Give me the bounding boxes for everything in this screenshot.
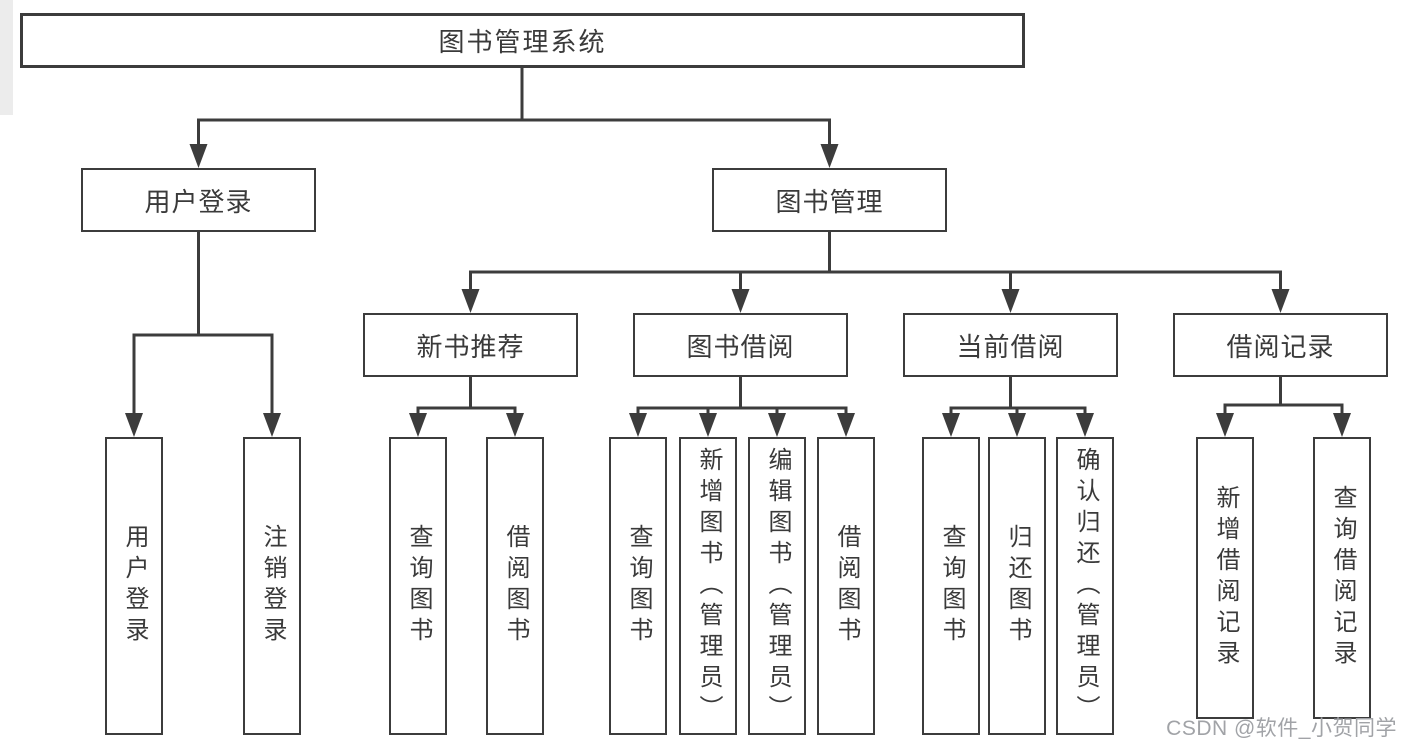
leaf-edit-book-admin: 编辑图书（管理员） xyxy=(748,437,806,735)
node-borrow-records: 借阅记录 xyxy=(1173,313,1388,377)
node-root-library-system: 图书管理系统 xyxy=(20,13,1025,68)
connector-recommend-to-leaves xyxy=(409,375,524,437)
node-book-borrow: 图书借阅 xyxy=(633,313,848,377)
leaf-borrow-books-recommend: 借阅图书 xyxy=(486,437,544,735)
leaf-logout: 注销登录 xyxy=(243,437,301,735)
connector-bookborrow-to-leaves xyxy=(629,375,855,437)
leaf-borrow-books-borrow: 借阅图书 xyxy=(817,437,875,735)
csdn-watermark: CSDN @软件_小贺同学 xyxy=(1166,717,1397,740)
node-new-book-recommend: 新书推荐 xyxy=(363,313,578,377)
connector-userlogin-to-leaves xyxy=(125,230,281,437)
leaf-query-books-current: 查询图书 xyxy=(922,437,980,735)
leaf-query-borrow-record: 查询借阅记录 xyxy=(1313,437,1371,719)
connector-bookmgmt-to-level3 xyxy=(461,230,1290,313)
connector-root-to-level2 xyxy=(189,66,839,168)
leaf-add-borrow-record: 新增借阅记录 xyxy=(1196,437,1254,719)
page-edge-artifact xyxy=(0,0,13,115)
connector-currentborrow-to-leaves xyxy=(942,375,1094,437)
leaf-confirm-return-admin: 确认归还（管理员） xyxy=(1056,437,1114,735)
node-user-login: 用户登录 xyxy=(81,168,316,232)
leaf-user-login: 用户登录 xyxy=(105,437,163,735)
connector-records-to-leaves xyxy=(1216,375,1351,437)
node-book-management: 图书管理 xyxy=(712,168,947,232)
leaf-return-books: 归还图书 xyxy=(988,437,1046,735)
node-current-borrow: 当前借阅 xyxy=(903,313,1118,377)
leaf-query-books-borrow: 查询图书 xyxy=(609,437,667,735)
leaf-query-books-recommend: 查询图书 xyxy=(389,437,447,735)
leaf-add-book-admin: 新增图书（管理员） xyxy=(679,437,737,735)
